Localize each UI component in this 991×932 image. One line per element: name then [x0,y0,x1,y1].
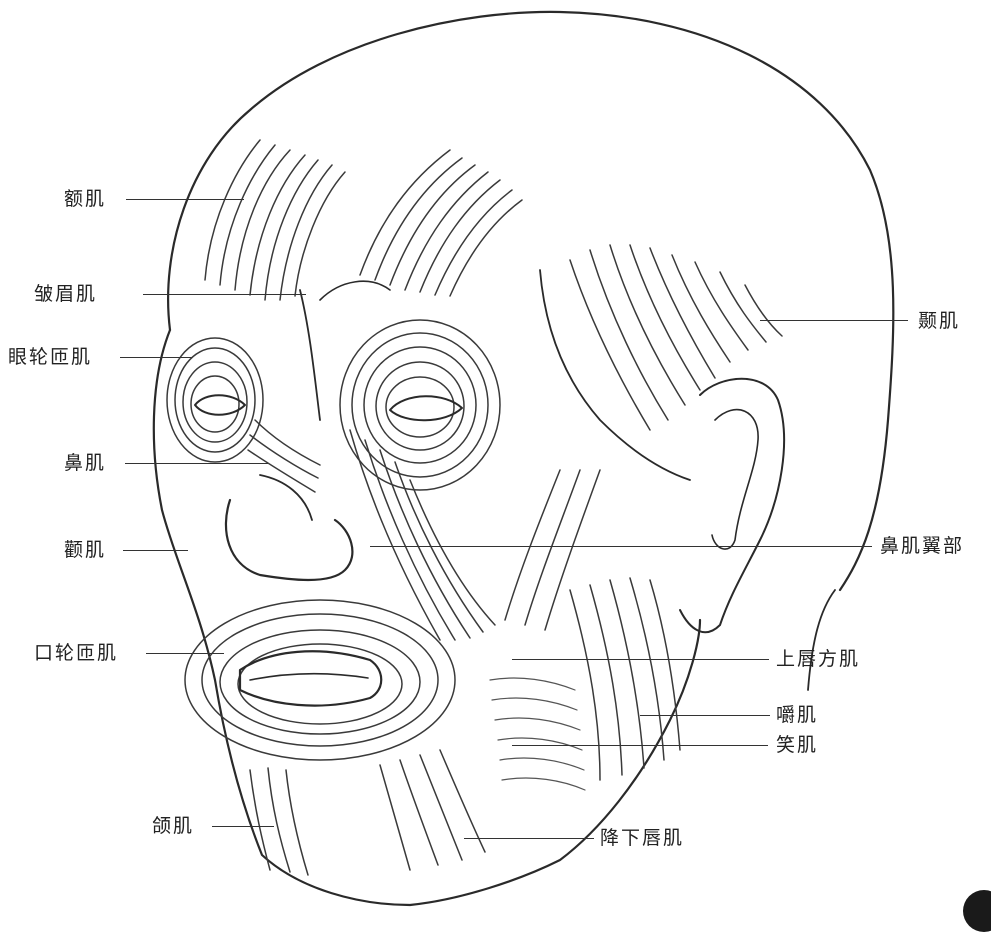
leader-line-levator-labii [512,659,769,660]
leader-line-nasalis [125,463,268,464]
temporalis-fibers [540,245,782,480]
label-nasalis-alar: 鼻肌翼部 [880,535,964,557]
label-zygomaticus: 颧肌 [64,539,106,561]
risorius-fibers [490,678,585,790]
leader-line-temporalis [760,320,908,321]
right-orbicularis-oculi [340,320,500,490]
masseter-fibers [570,578,680,780]
leader-line-frontalis [126,199,244,200]
label-risorius: 笑肌 [776,734,818,756]
leader-line-masseter [640,715,770,716]
leader-line-orbicularis-oris [146,653,224,654]
label-frontalis: 额肌 [64,188,106,210]
leader-line-depressor-labii [464,838,594,839]
label-masseter: 嚼肌 [776,704,818,726]
label-temporalis: 颞肌 [918,310,960,332]
label-levator-labii: 上唇方肌 [776,648,860,670]
cheek-fibers [350,430,600,640]
label-corrugator: 皱眉肌 [34,283,97,305]
label-nasalis: 鼻肌 [64,452,106,474]
label-depressor-labii: 降下唇肌 [600,827,684,849]
chin-fibers [250,750,485,875]
skull-outline [168,12,893,590]
nose [226,420,352,580]
leader-line-corrugator [143,294,306,295]
label-orbicularis-oris: 口轮匝肌 [34,642,118,664]
leader-line-zygomaticus [123,550,188,551]
leader-line-mentalis [212,826,274,827]
leader-line-orbicularis-oculi [120,357,192,358]
neck-line [808,590,835,690]
frontalis-fibers [205,140,522,300]
leader-line-risorius [512,745,768,746]
label-mentalis: 颌肌 [152,815,194,837]
leader-line-nasalis-alar [370,546,872,547]
label-orbicularis-oculi: 眼轮匝肌 [8,346,92,368]
corner-decoration [963,890,991,932]
ear-outline [680,379,784,632]
ear-inner [712,410,758,549]
